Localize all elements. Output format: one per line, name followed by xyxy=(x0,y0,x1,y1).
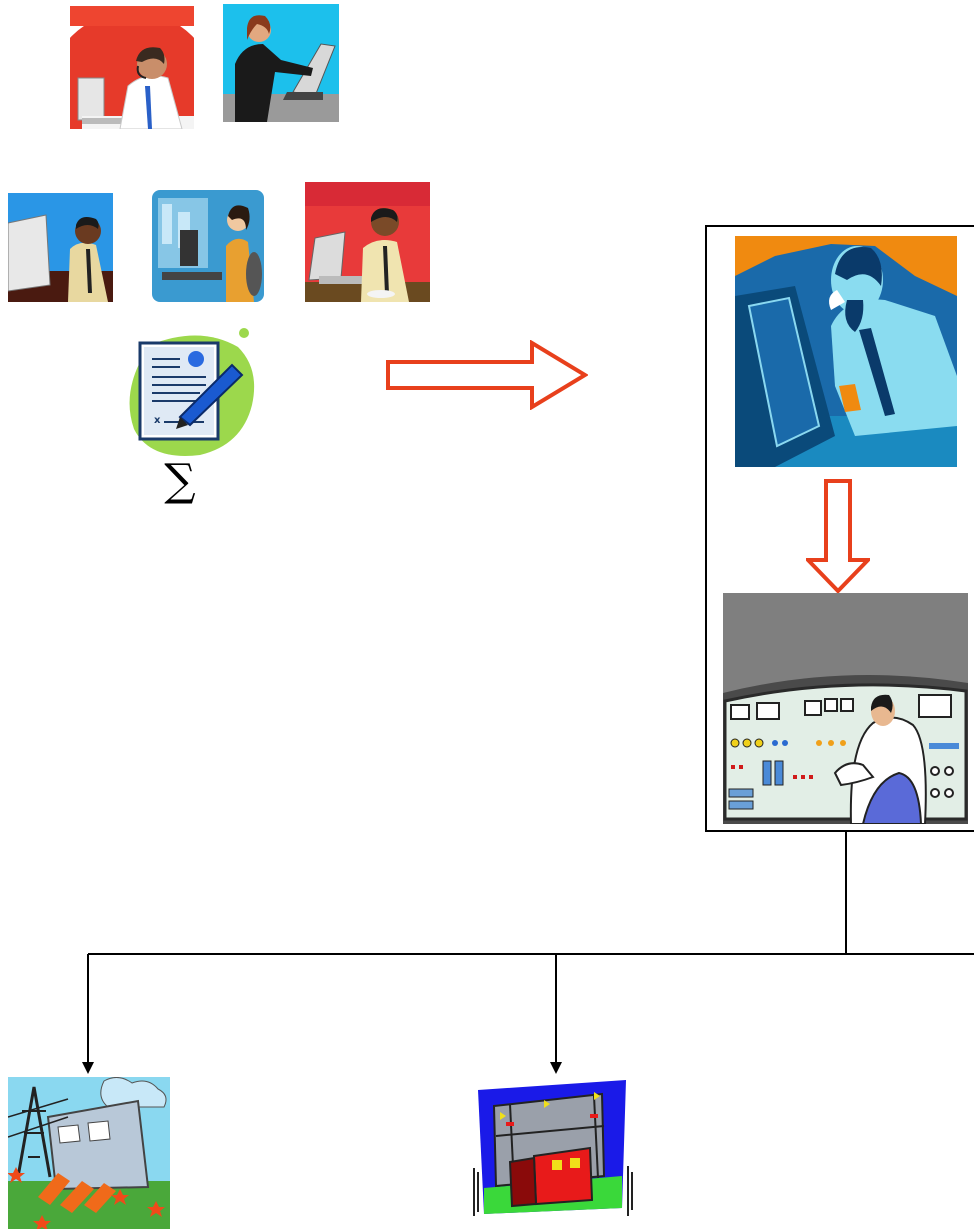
sum-symbol: ∑ xyxy=(164,455,196,506)
down-arrow xyxy=(806,479,870,594)
operator-monitor-icon xyxy=(8,193,113,302)
operator-headset-icon xyxy=(70,6,194,129)
substation-icon xyxy=(470,1076,634,1218)
control-room-icon xyxy=(723,593,968,824)
dispatcher-icon xyxy=(735,236,957,467)
operator-desk-icon xyxy=(305,182,430,302)
svg-text:x: x xyxy=(154,415,161,426)
right-arrow xyxy=(386,340,588,410)
operator-laptop-icon xyxy=(223,4,339,122)
operator-office-icon xyxy=(152,190,264,302)
control-center-box xyxy=(705,225,974,832)
power-plant-icon xyxy=(8,1077,170,1229)
contract-signing-icon: x xyxy=(120,325,262,460)
